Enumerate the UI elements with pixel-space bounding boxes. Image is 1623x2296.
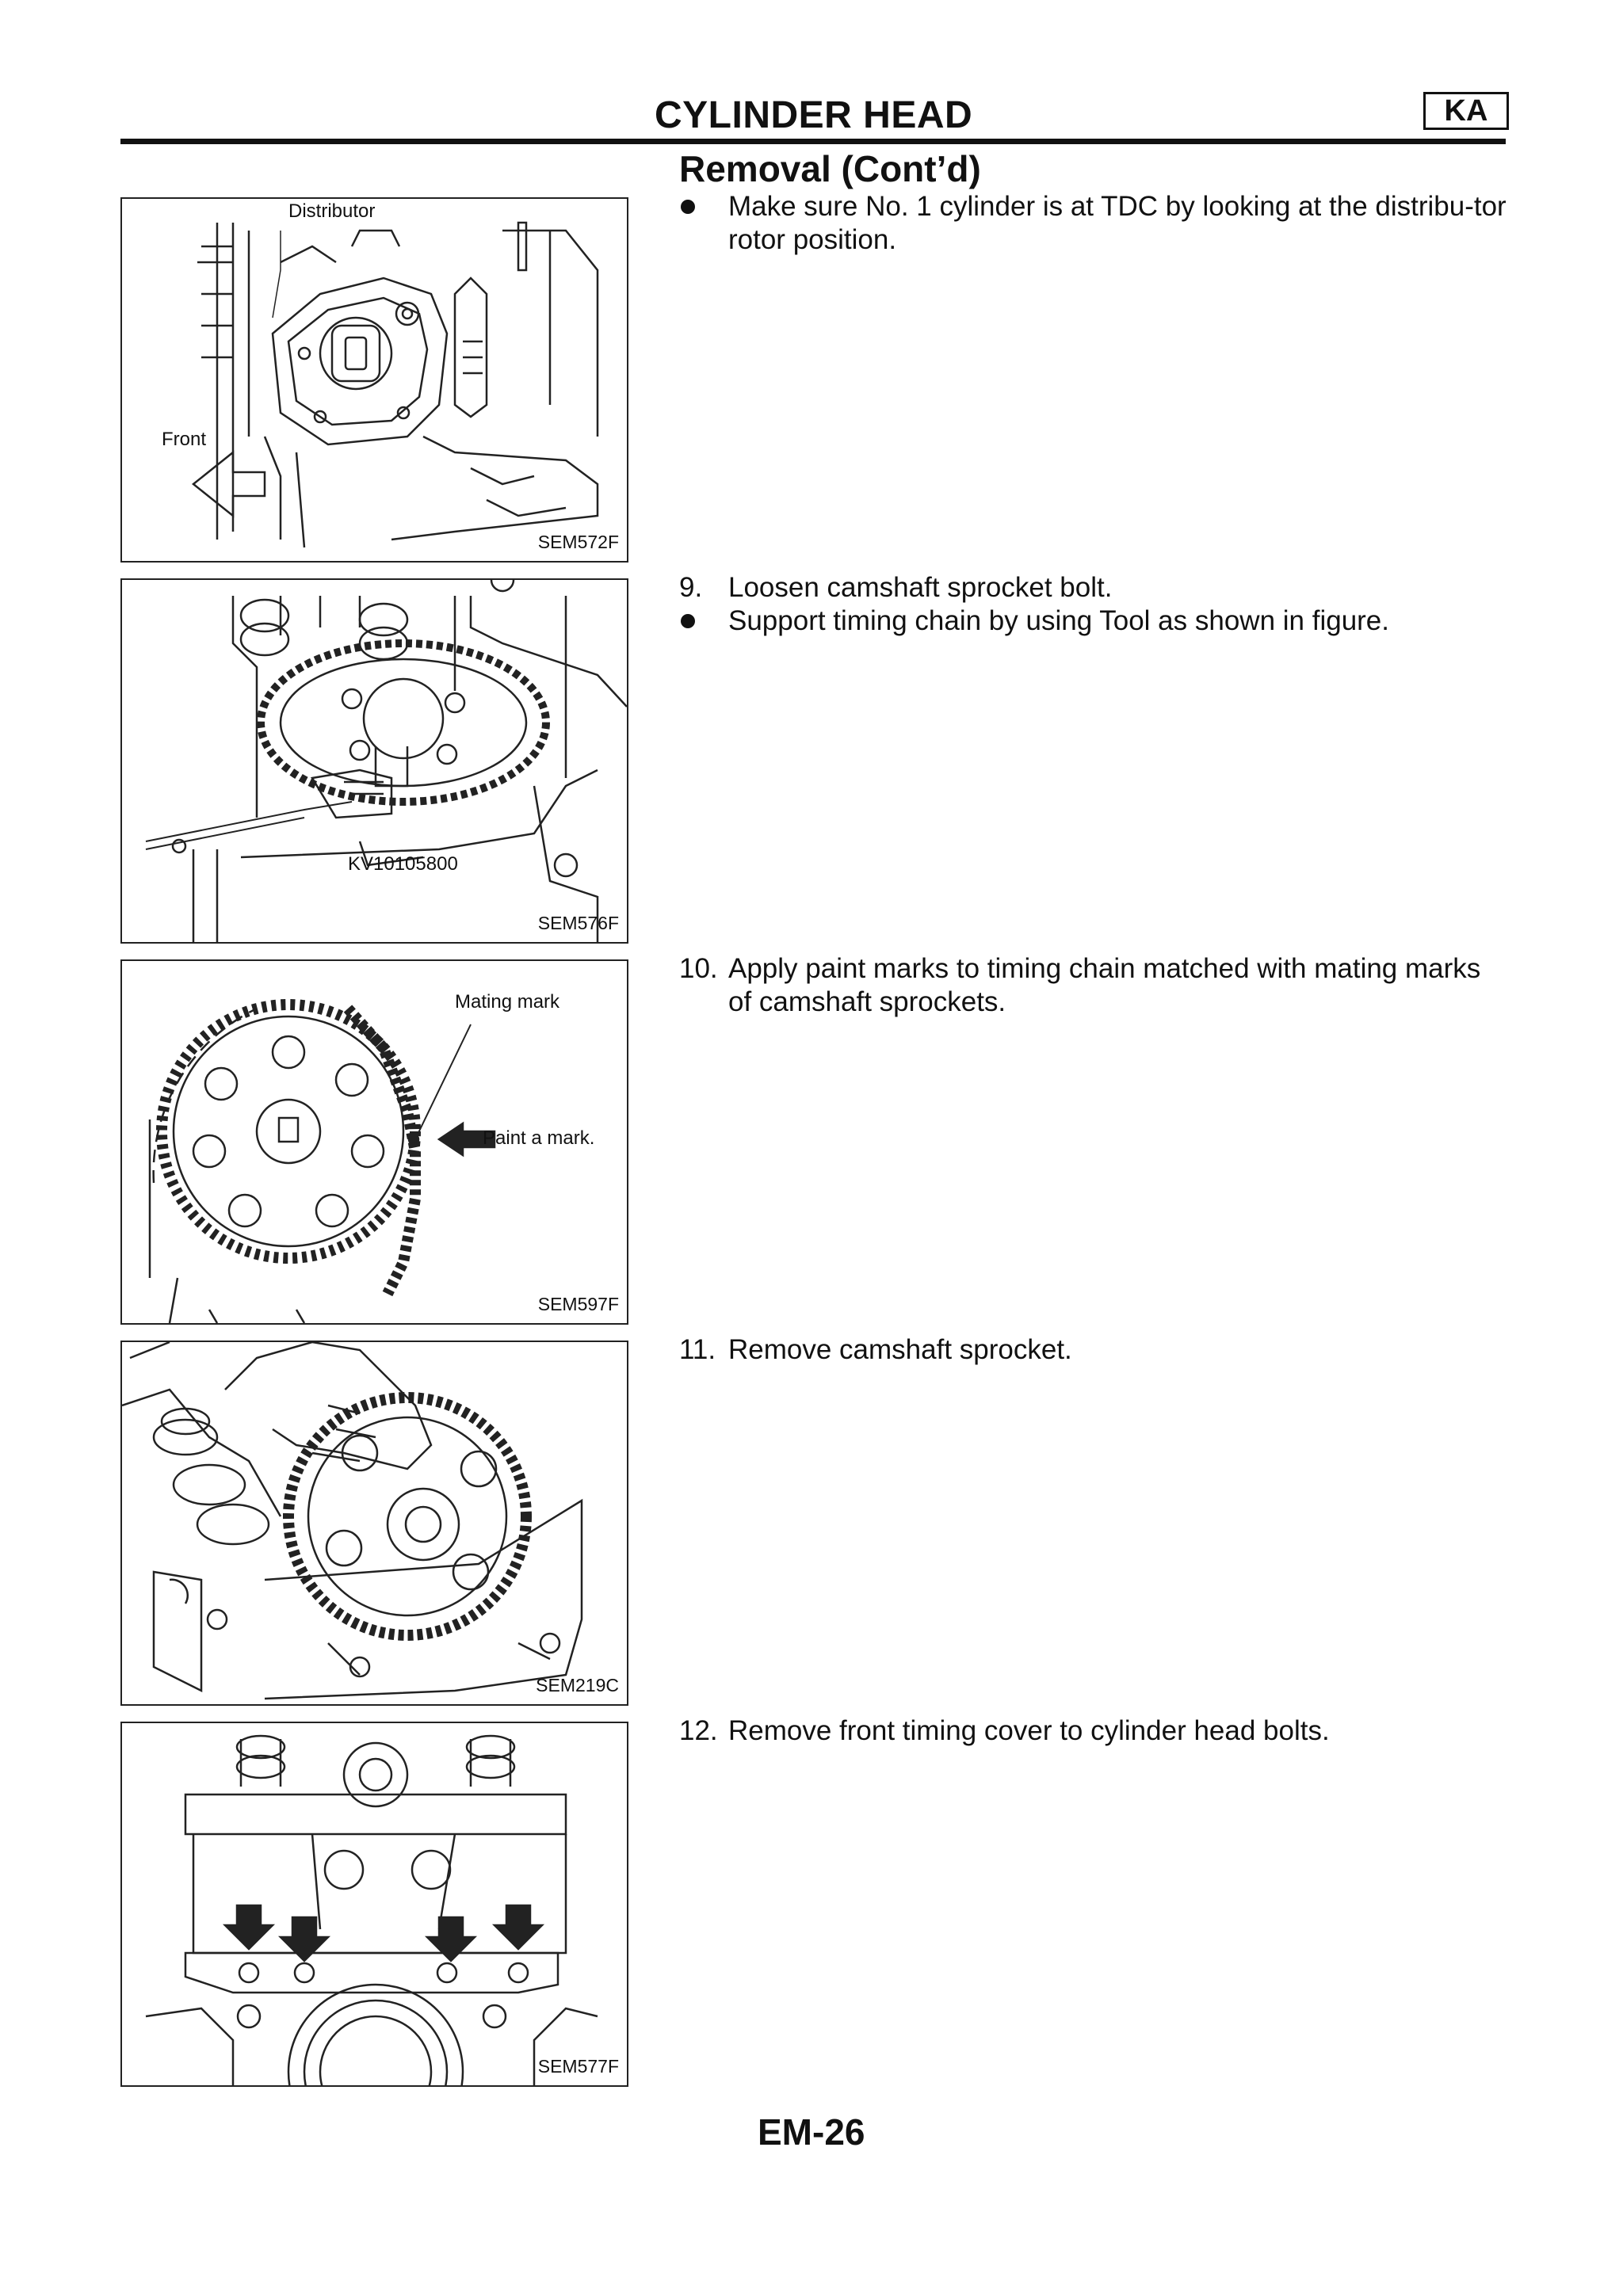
step-text: Loosen camshaft sprocket bolt. xyxy=(728,572,1113,603)
bullet-icon xyxy=(681,200,695,214)
front-label: Front xyxy=(162,429,207,450)
step-12: 12. Remove front timing cover to cylinde… xyxy=(679,1714,1507,1748)
step-number: 10. xyxy=(679,953,718,984)
distributor-label: Distributor xyxy=(288,200,376,222)
paint-mark-label: Paint a mark. xyxy=(483,1127,595,1149)
figure-distributor: Distributor Front SEM572F xyxy=(120,197,628,563)
figure-code: SEM577F xyxy=(537,2056,619,2077)
step-11: 11. Remove camshaft sprocket. xyxy=(679,1333,1507,1367)
step-text: Make sure No. 1 cylinder is at TDC by lo… xyxy=(728,191,1507,255)
engine-code-badge: KA xyxy=(1423,92,1509,130)
step-text: Apply paint marks to timing chain matche… xyxy=(728,953,1481,1017)
remove-sprocket-illustration xyxy=(122,1342,583,1700)
step-text: Remove camshaft sprocket. xyxy=(728,1334,1072,1365)
figure-code: SEM219C xyxy=(536,1675,619,1695)
figure-code: SEM572F xyxy=(537,532,619,552)
step-number: 11. xyxy=(679,1334,716,1365)
step-text: Remove front timing cover to cylinder he… xyxy=(728,1715,1330,1746)
page-header-title: CYLINDER HEAD xyxy=(655,94,973,136)
step-number: 9. xyxy=(679,572,703,603)
step-number: 12. xyxy=(679,1715,718,1746)
tool-number-label: KV10105800 xyxy=(348,853,458,875)
step-9: 9. Loosen camshaft sprocket bolt. xyxy=(679,571,1507,605)
step-text: Support timing chain by using Tool as sh… xyxy=(728,605,1390,636)
step-bullet-tdc: Make sure No. 1 cylinder is at TDC by lo… xyxy=(679,190,1507,257)
figure-mating-mark: Mating mark Paint a mark. SEM597F xyxy=(120,959,628,1325)
chain-support-tool-illustration xyxy=(145,580,627,942)
figure-chain-support-tool: KV10105800 SEM576F xyxy=(120,578,628,944)
header-rule xyxy=(120,139,1506,144)
figure-front-cover-bolts: SEM577F xyxy=(120,1722,628,2087)
distributor-illustration xyxy=(191,221,599,548)
figure-remove-sprocket: SEM219C xyxy=(120,1341,628,1706)
section-title: Removal (Cont’d) xyxy=(679,148,981,189)
figure-code: SEM597F xyxy=(537,1294,619,1314)
figure-code: SEM576F xyxy=(537,913,619,933)
front-cover-bolts-illustration xyxy=(145,1734,598,2085)
page-number: EM-26 xyxy=(758,2111,865,2153)
bullet-icon xyxy=(681,614,695,628)
sprocket-mating-mark-illustration xyxy=(148,999,496,1323)
step-10: 10. Apply paint marks to timing chain ma… xyxy=(679,952,1507,1019)
step-bullet-support: Support timing chain by using Tool as sh… xyxy=(679,605,1507,638)
mating-mark-label: Mating mark xyxy=(455,991,560,1013)
